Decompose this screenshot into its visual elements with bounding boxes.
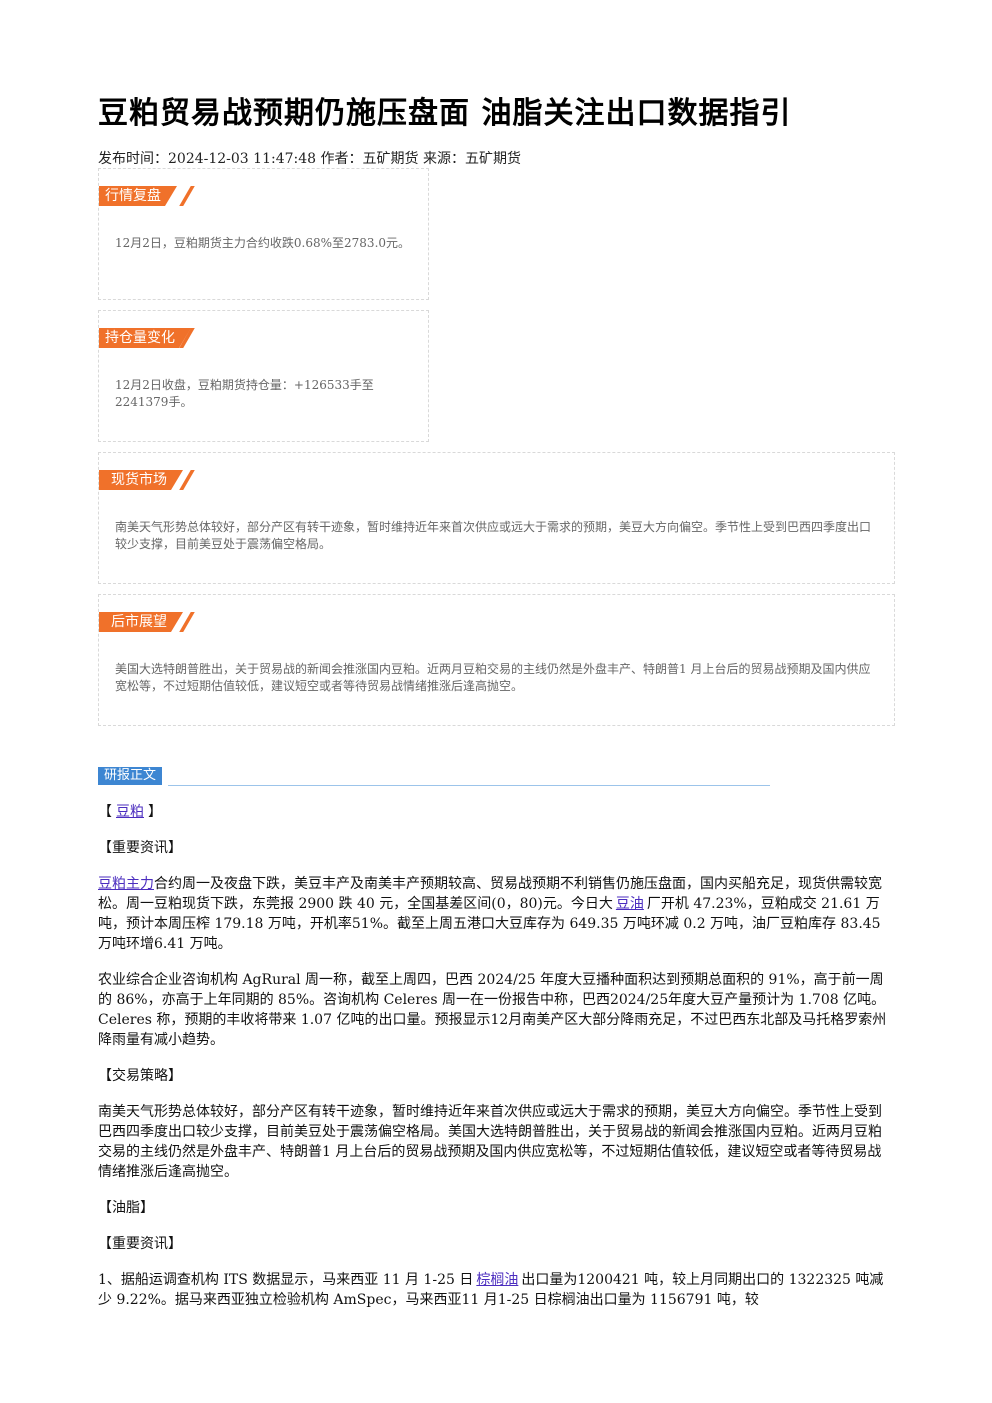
article-title: 豆粕贸易战预期仍施压盘面 油脂关注出口数据指引: [98, 96, 792, 131]
article-meta: 发布时间：2024-12-03 11:47:48 作者：五矿期货 来源：五矿期货: [98, 151, 521, 167]
report-divider: [168, 785, 770, 786]
strategy-heading: 【交易策略】: [98, 1068, 182, 1084]
position-change-text: 12月2日收盘，豆粕期货持仓量：+126533手至2241379手。: [115, 378, 374, 409]
soymeal-main-link[interactable]: 豆粕主力: [98, 876, 154, 892]
spot-market-card: 现货市场 南美天气形势总体较好，部分产区有转干迹象，暂时维持近年来首次供应或远大…: [98, 452, 895, 584]
spot-market-tag: 现货市场: [99, 470, 183, 490]
spot-market-text: 南美天气形势总体较好，部分产区有转干迹象，暂时维持近年来首次供应或远大于需求的预…: [115, 520, 872, 551]
meal-news-paragraph-1: 豆粕主力合约周一及夜盘下跌，美豆丰产及南美丰产预期较高、贸易战预期不利销售仍施压…: [98, 876, 882, 952]
market-review-text: 12月2日，豆粕期货主力合约收跌0.68%至2783.0元。: [115, 236, 411, 250]
meal-section-heading: 【豆粕】: [98, 804, 162, 820]
position-change-card: 持仓量变化 12月2日收盘，豆粕期货持仓量：+126533手至2241379手。: [98, 310, 429, 442]
soymeal-link[interactable]: 豆粕: [116, 804, 144, 820]
soybean-oil-link[interactable]: 豆油: [615, 896, 644, 912]
outlook-text: 美国大选特朗普胜出，关于贸易战的新闻会推涨国内豆粕。近两月豆粕交易的主线仍然是外…: [115, 662, 871, 693]
outlook-tag: 后市展望: [99, 612, 183, 632]
meal-news-paragraph-2: 农业综合企业咨询机构 AgRural 周一称，截至上周四，巴西 2024/25 …: [98, 972, 887, 1048]
oil-section-heading: 【油脂】: [98, 1200, 154, 1216]
oil-news-heading: 【重要资讯】: [98, 1236, 182, 1252]
outlook-card: 后市展望 美国大选特朗普胜出，关于贸易战的新闻会推涨国内豆粕。近两月豆粕交易的主…: [98, 594, 895, 726]
tag-stripe-decoration: [179, 186, 195, 206]
strategy-paragraph: 南美天气形势总体较好，部分产区有转干迹象，暂时维持近年来首次供应或远大于需求的预…: [98, 1104, 882, 1180]
position-change-tag: 持仓量变化: [99, 328, 191, 348]
palm-oil-link[interactable]: 棕榈油: [476, 1272, 519, 1288]
market-review-tag: 行情复盘: [99, 186, 177, 206]
market-review-card: 行情复盘 12月2日，豆粕期货主力合约收跌0.68%至2783.0元。: [98, 168, 429, 300]
oil-news-paragraph-1: 1、据船运调查机构 ITS 数据显示，马来西亚 11 月 1-25 日棕榈油出口…: [98, 1272, 884, 1308]
meal-news-heading: 【重要资讯】: [98, 840, 182, 856]
report-body-tag: 研报正文: [98, 767, 163, 785]
